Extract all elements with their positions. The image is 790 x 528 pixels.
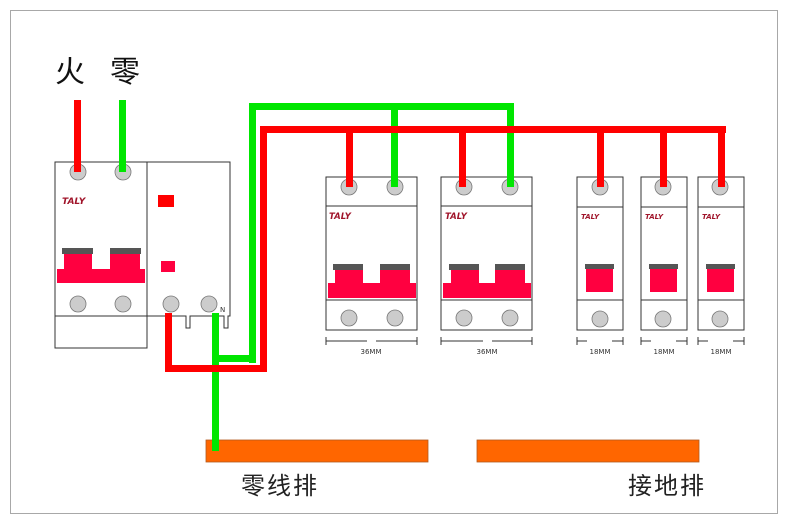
width-label: 18MM bbox=[590, 348, 611, 356]
branch-breaker-2p: TALY 36MM bbox=[325, 176, 418, 356]
neutral-bus-label: 零线排 bbox=[241, 472, 319, 500]
width-label: 36MM bbox=[477, 348, 498, 356]
ground-bus-bar bbox=[476, 439, 700, 463]
brand-logo: TALY bbox=[645, 213, 664, 221]
terminal bbox=[69, 295, 87, 313]
brand-logo: TALY bbox=[329, 212, 352, 222]
live-wires bbox=[74, 100, 726, 372]
test-button[interactable] bbox=[158, 195, 174, 207]
brand-logo: TALY bbox=[702, 213, 721, 221]
branch-breaker-2p: TALY 36MM bbox=[440, 176, 533, 356]
breaker-handle[interactable] bbox=[650, 269, 677, 292]
breaker-handle[interactable] bbox=[443, 270, 531, 298]
branch-breaker-1p: TALY 18MM bbox=[576, 176, 624, 356]
neutral-wires bbox=[119, 100, 514, 451]
breaker-handle[interactable] bbox=[328, 270, 416, 298]
width-label: 18MM bbox=[711, 348, 732, 356]
live-label: 火 bbox=[55, 55, 85, 90]
branch-breaker-1p: TALY 18MM bbox=[697, 176, 745, 356]
brand-logo: TALY bbox=[62, 197, 87, 207]
rcd-module: N bbox=[146, 161, 231, 329]
terminal bbox=[200, 295, 218, 313]
brand-logo: TALY bbox=[581, 213, 600, 221]
ground-bus-label: 接地排 bbox=[628, 472, 706, 500]
terminal bbox=[162, 295, 180, 313]
breaker-handle[interactable] bbox=[707, 269, 734, 292]
reset-indicator bbox=[161, 261, 175, 272]
brand-logo: TALY bbox=[445, 212, 468, 222]
main-breaker: TALY bbox=[54, 161, 148, 349]
branch-breaker-1p: TALY 18MM bbox=[640, 176, 688, 356]
breaker-handle[interactable] bbox=[586, 269, 613, 292]
width-label: 36MM bbox=[361, 348, 382, 356]
neutral-terminal-label: N bbox=[220, 306, 225, 314]
terminal bbox=[114, 295, 132, 313]
neutral-label: 零 bbox=[110, 55, 140, 90]
neutral-bus-bar bbox=[205, 439, 429, 463]
width-label: 18MM bbox=[654, 348, 675, 356]
breaker-handle[interactable] bbox=[57, 254, 145, 283]
diagram-frame bbox=[10, 10, 778, 514]
